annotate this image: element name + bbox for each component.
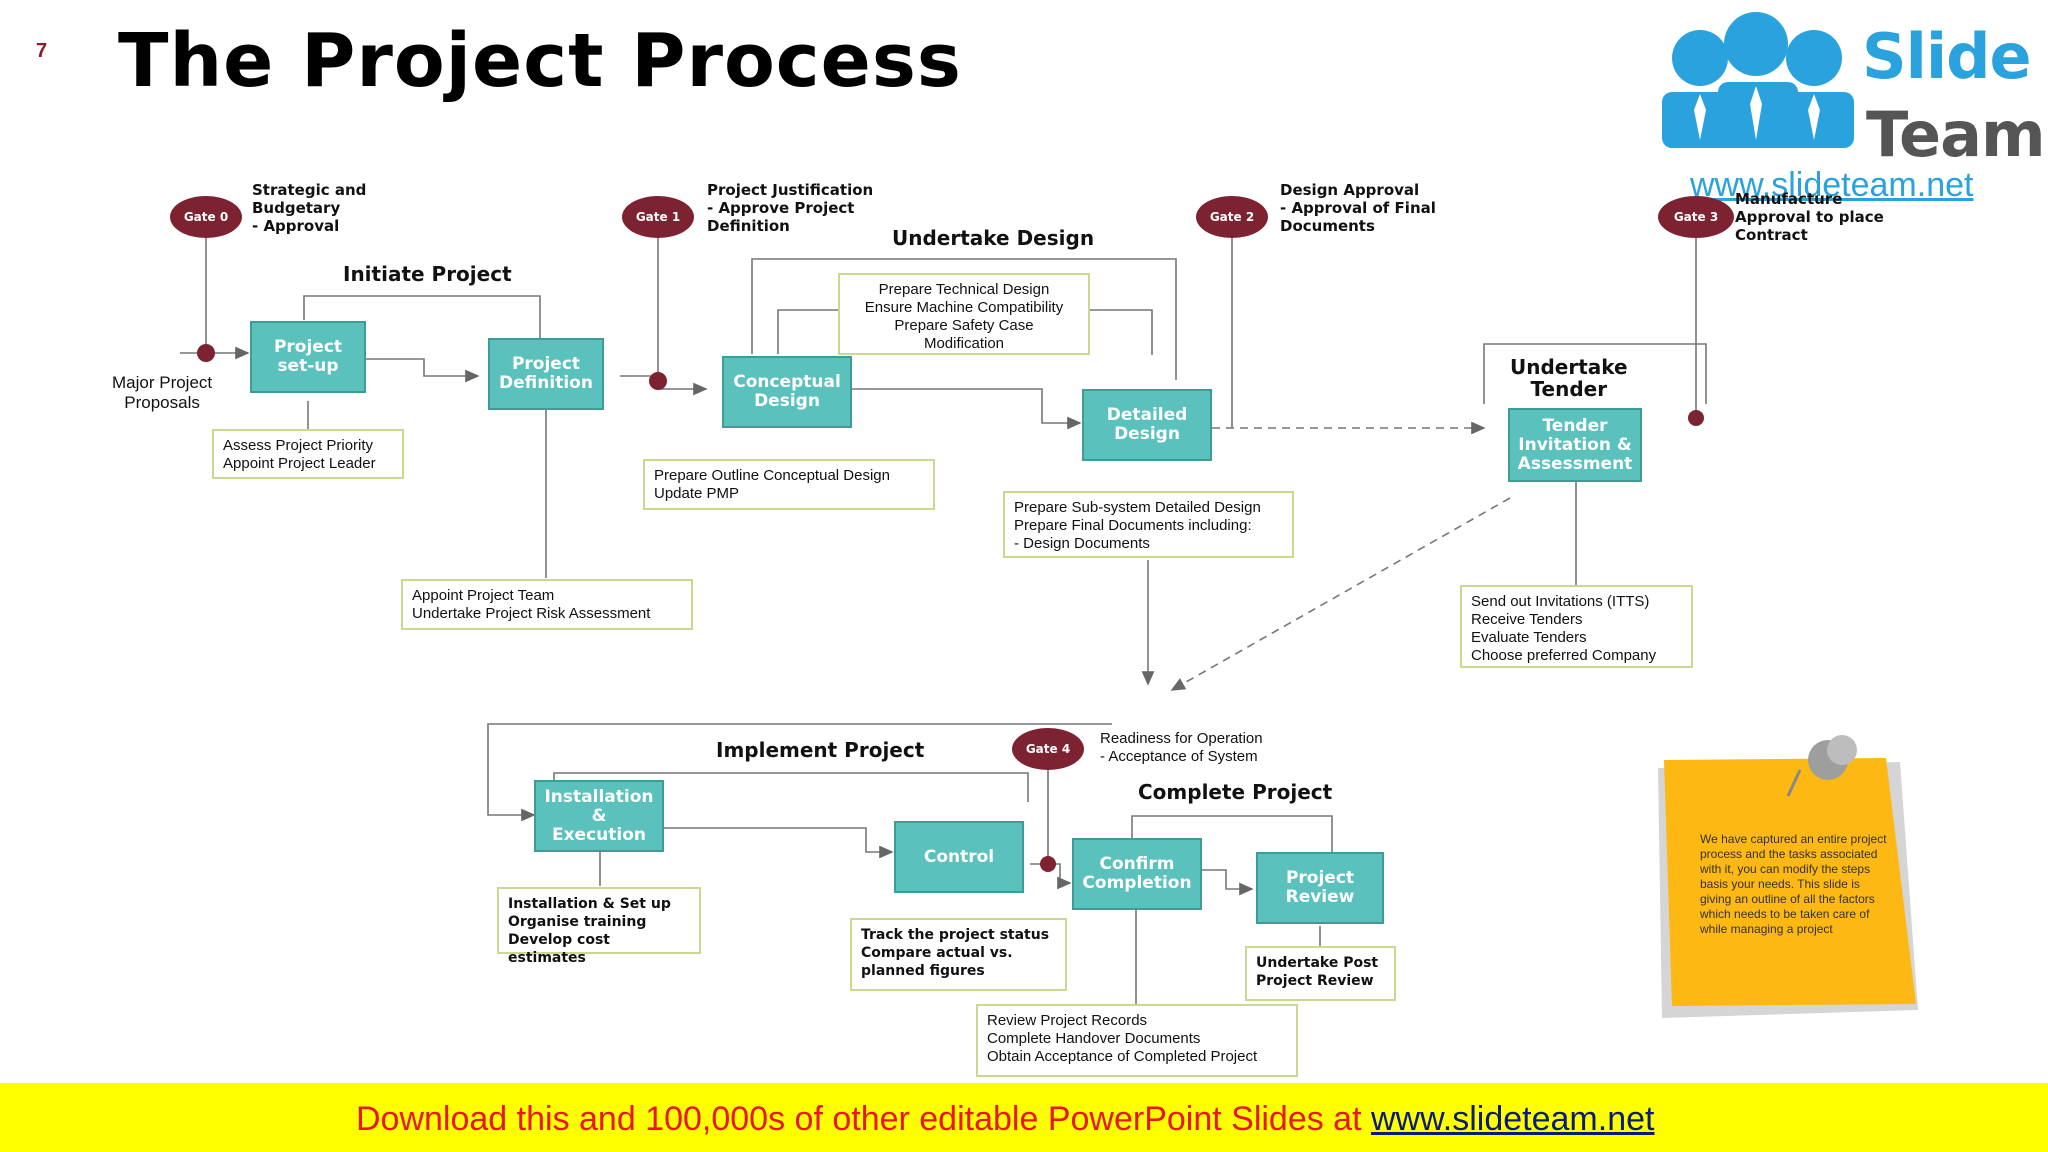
banner-text: Download this and 100,000s of other edit… [356,1100,1654,1139]
major-project-proposals: Major Project Proposals [112,373,213,412]
process-project-definition: Project Definition [488,338,604,410]
gate-2-badge: Gate 2 [1196,196,1268,238]
stage-complete-project: Complete Project [1138,780,1333,804]
process-installation-execution: Installation & Execution [534,780,664,852]
note-conceptual-design: Prepare Outline Conceptual Design Update… [643,459,935,510]
note-control: Track the project status Compare actual … [850,918,1067,991]
gate-4-badge: Gate 4 [1012,728,1084,770]
process-control: Control [894,821,1024,893]
note-detailed-design: Prepare Sub-system Detailed Design Prepa… [1003,491,1294,558]
logo-word-team: Team [1866,98,2046,171]
banner-link[interactable]: www.slideteam.net [1371,1100,1655,1138]
logo-figures [1662,12,1854,148]
gate-4-text: Readiness for Operation - Acceptance of … [1100,730,1263,765]
sticky-note-shape [1658,735,1918,1018]
download-banner [0,1083,2048,1152]
logo-url-link[interactable]: www.slideteam.net [1690,166,1974,204]
stage-implement-project: Implement Project [716,738,925,762]
note-technical-design: Prepare Technical Design Ensure Machine … [838,273,1090,355]
note-project-definition: Appoint Project Team Undertake Project R… [401,579,693,630]
gate-0-badge: Gate 0 [170,196,242,238]
process-detailed-design: Detailed Design [1082,389,1212,461]
stage-undertake-tender: Undertake Tender [1510,355,1628,401]
process-tender-invitation: Tender Invitation & Assessment [1508,408,1642,482]
stage-initiate-project: Initiate Project [343,262,512,286]
gate-3-text: Manufacture Approval to place Contract [1735,190,1884,244]
gate-2-text: Design Approval - Approval of Final Docu… [1280,181,1436,235]
process-project-setup: Project set-up [250,321,366,393]
gate-3-badge: Gate 3 [1658,196,1734,238]
page-title: The Project Process [118,18,962,104]
note-tender: Send out Invitations (ITTS) Receive Tend… [1460,585,1693,668]
note-installation: Installation & Set up Organise training … [497,887,701,966]
stage-undertake-design: Undertake Design [892,226,1095,250]
note-project-setup: Assess Project Priority Appoint Project … [212,429,404,479]
banner-message: Download this and 100,000s of other edit… [356,1100,1371,1138]
process-project-review: Project Review [1256,852,1384,924]
process-confirm-completion: Confirm Completion [1072,838,1202,910]
note-project-review: Undertake Post Project Review [1245,946,1396,1001]
gate-1-text: Project Justification - Approve Project … [707,181,874,235]
process-conceptual-design: Conceptual Design [722,356,852,428]
logo-word-slide: Slide [1862,20,2032,93]
gate-1-badge: Gate 1 [622,196,694,238]
sticky-note-text: We have captured an entire project proce… [1700,832,1887,936]
slide-number: 7 [36,40,48,62]
note-confirm-completion: Review Project Records Complete Handover… [976,1004,1298,1077]
gate-0-text: Strategic and Budgetary - Approval [252,181,367,235]
